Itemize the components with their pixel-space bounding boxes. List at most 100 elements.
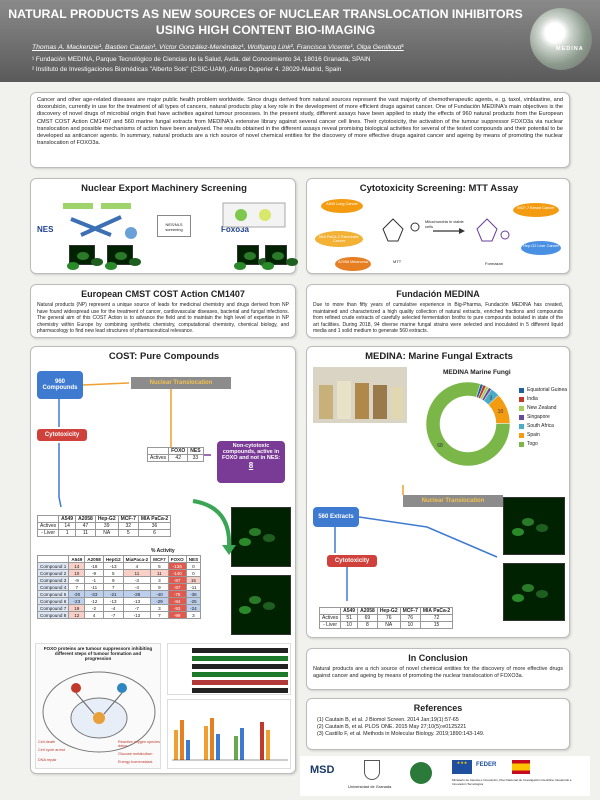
- diagram-label-ros: Reactive oxygen species detox.: [118, 740, 160, 748]
- table-cell: -93: [167, 604, 187, 612]
- table-cell: -24: [185, 604, 202, 612]
- legend-label: Togo: [527, 441, 538, 447]
- table-cell: Compound 2: [36, 569, 70, 577]
- table-cell: -3: [122, 576, 152, 584]
- diagram-label-cell-cycle: Cell cycle arrest: [38, 748, 66, 752]
- table-cell: -11: [185, 583, 202, 591]
- nems-title: Nuclear Export Machinery Screening: [81, 183, 247, 194]
- nes-label: NES: [37, 225, 54, 234]
- table-cell: 4: [122, 562, 152, 570]
- eu-flag-icon: ★★★: [452, 760, 472, 774]
- footer-logos: MSD Universidad de Granada ★★★ FEDER Min…: [300, 756, 590, 796]
- cell-line-a2058: A2058 Melanoma: [335, 257, 371, 271]
- table-cell: -84: [167, 597, 187, 605]
- conclusion-section: In Conclusion Natural products are a ric…: [306, 648, 570, 690]
- table-cell: 10: [68, 569, 86, 577]
- screening-center: NES/NLS screening: [157, 215, 191, 237]
- mtt-section: Cytotoxicity Screening: MTT Assay A549 L…: [306, 178, 570, 274]
- table-cell: -75: [167, 590, 187, 598]
- legend-swatch: [519, 423, 524, 429]
- table-cell: -23: [68, 597, 86, 605]
- table-cell: 5: [102, 569, 124, 577]
- table-cell: 3: [185, 611, 202, 619]
- diagram-label-dna-repair: DNA repair: [38, 758, 57, 762]
- legend-item: Singapore: [519, 414, 567, 420]
- table-cell: 7: [150, 611, 169, 619]
- feder-logo: FEDER: [476, 762, 497, 768]
- non-cytotoxic-box: Non-cytotoxic compounds, active in FOXO …: [217, 441, 285, 483]
- mechanism-bar-charts: [167, 699, 291, 769]
- table-cell: -18: [84, 562, 104, 570]
- table-cell: Compound 4: [36, 583, 70, 591]
- table-cell: -28: [122, 590, 152, 598]
- mtt-title: Cytotoxicity Screening: MTT Assay: [359, 183, 519, 194]
- pure-compounds-section: COST: Pure Compounds 960 Compounds Nucle…: [30, 346, 296, 774]
- pure-title: COST: Pure Compounds: [108, 351, 220, 362]
- abstract: Cancer and other age-related diseases ar…: [30, 92, 570, 168]
- references-section: References (1) Cautain B, et al. J Biomo…: [306, 698, 570, 750]
- cell-line-a549: A549 Lung Cancer: [321, 199, 363, 213]
- marine-title: MEDINA: Marine Fungal Extracts: [365, 351, 513, 362]
- table-cell: -13: [102, 562, 124, 570]
- cell-line-miapaca: MIA PaCa-2 Pancreatic Cancer: [315, 231, 363, 247]
- table-cell: -4: [102, 604, 124, 612]
- table-cell: -87: [167, 576, 187, 584]
- legend-item: India: [519, 396, 567, 402]
- legend-swatch: [519, 396, 524, 402]
- table-cell: -21: [102, 590, 124, 598]
- table-row: Compound 5-30-33-21-28-40-75-36: [36, 590, 202, 598]
- mtt-label: MTT: [393, 259, 402, 264]
- cell-line-hepg2: Hep-G2 Liver Cancer: [521, 241, 561, 255]
- legend-swatch: [519, 405, 524, 411]
- medina-logo: MEDINA: [530, 8, 592, 70]
- table-cell: -99: [167, 611, 187, 619]
- ugr-crest-icon: [364, 760, 380, 780]
- medina-title: Fundación MEDINA: [396, 289, 480, 299]
- green-arrow: [192, 499, 236, 555]
- table-cell: 11: [150, 569, 169, 577]
- marine-micrograph-2: [503, 563, 565, 621]
- table-cell: Compound 7: [36, 604, 70, 612]
- table-cell: -30: [68, 590, 86, 598]
- table-cell: 14: [68, 562, 86, 570]
- funding-text: Ministerio de Ciencia e Innovación, Plan…: [452, 778, 572, 786]
- authors: Thomas A. Mackenzie¹, Bastien Cautain¹, …: [32, 44, 404, 51]
- poster-header: NATURAL PRODUCTS AS NEW SOURCES OF NUCLE…: [0, 0, 600, 82]
- pct-header: MCF7: [150, 555, 169, 563]
- table-cell: 3: [150, 604, 169, 612]
- legend-label: Equatorial Guinea: [527, 387, 568, 393]
- nes-construct-diagram: [63, 203, 137, 239]
- marine-micrograph-1: [503, 497, 565, 555]
- pct-header: MiaPaca-2: [122, 555, 152, 563]
- formazan-label: Formazan: [485, 261, 504, 266]
- table-cell: 4: [84, 611, 104, 619]
- legend-label: Spain: [527, 432, 540, 438]
- diagram-label-energy: Energy homeostasis: [118, 760, 153, 764]
- nes-micrograph-2: [107, 245, 133, 265]
- table-cell: -1: [84, 576, 104, 584]
- foxo-diagram-title: FOXO proteins are tumour suppressors inh…: [43, 646, 153, 661]
- foxo-pathway-diagram: [222, 202, 286, 228]
- table-cell: -13: [102, 597, 124, 605]
- table-cell: -29: [150, 597, 169, 605]
- table-cell: 0: [185, 569, 202, 577]
- donut-data-label: 68: [437, 443, 443, 449]
- legend-item: Equatorial Guinea: [519, 387, 567, 393]
- table-cell: 11: [122, 569, 152, 577]
- marine-cytotoxicity-label: Cytotoxicity: [327, 555, 377, 567]
- pct-header: A549: [68, 555, 86, 563]
- msd-logo: MSD: [310, 764, 335, 776]
- marine-extracts-count: 560 Extracts: [313, 507, 359, 527]
- cmst-text: Natural products (NP) represent a unique…: [37, 302, 289, 335]
- reaction-label: Mitochondria in viable cells: [425, 219, 464, 229]
- table-cell: Compound 3: [36, 576, 70, 584]
- table-cell: -13: [122, 597, 152, 605]
- pct-header: FOXO: [167, 555, 187, 563]
- legend-item: Togo: [519, 441, 567, 447]
- table-cell: -12: [84, 597, 104, 605]
